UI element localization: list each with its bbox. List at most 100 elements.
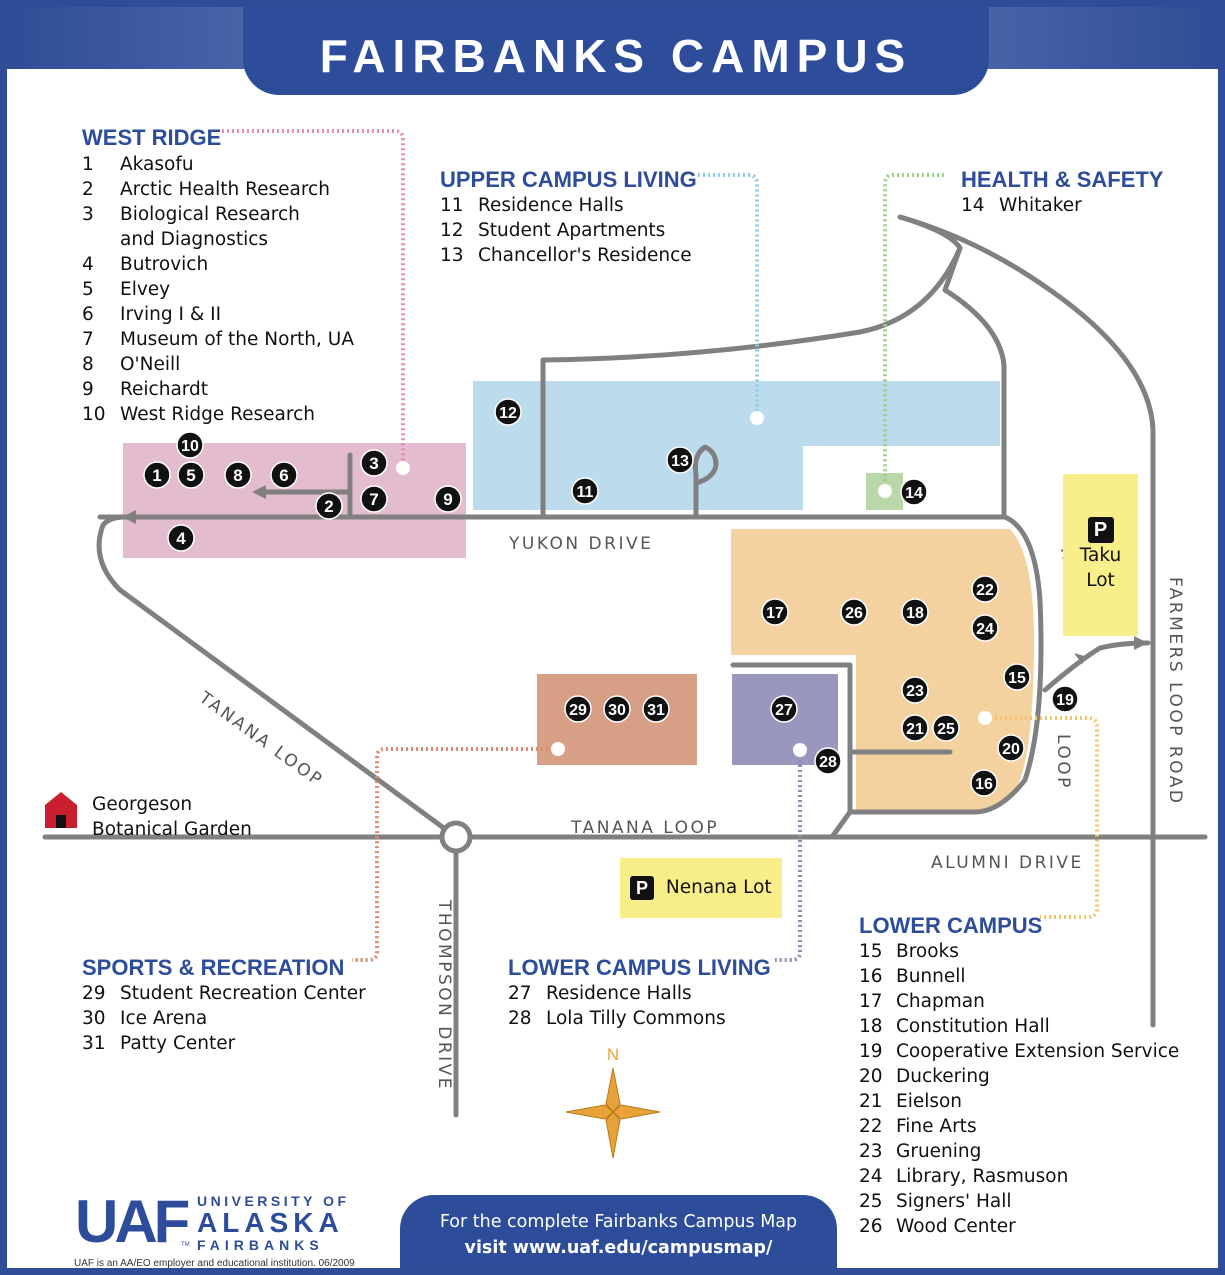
building-marker-27[interactable]: 27 (770, 695, 798, 723)
marker-dot (1051, 685, 1079, 713)
building-marker-8[interactable]: 8 (224, 461, 252, 489)
marker-dot (143, 461, 171, 489)
building-marker-5[interactable]: 5 (177, 461, 205, 489)
building-marker-15[interactable]: 15 (1003, 663, 1031, 691)
compass-north-label: N (607, 1045, 619, 1064)
parking-icon: P (1087, 517, 1114, 543)
building-marker-20[interactable]: 20 (997, 734, 1025, 762)
zone-lower-campus (731, 529, 1034, 812)
marker-dot (494, 398, 522, 426)
list-item-name: Chancellor's Residence (478, 245, 692, 266)
building-marker-21[interactable]: 21 (901, 714, 929, 742)
building-marker-26[interactable]: 26 (840, 598, 868, 626)
taku-lot[interactable]: P Taku Lot (1063, 474, 1138, 636)
list-item-name: Gruening (896, 1141, 982, 1162)
marker-label: 2 (324, 497, 333, 516)
marker-label: 29 (569, 702, 587, 719)
list-item-number: 17 (859, 991, 883, 1012)
uaf-logo-mark: UAF (75, 1188, 190, 1255)
building-marker-6[interactable]: 6 (270, 461, 298, 489)
compass-rose: N (565, 1045, 661, 1159)
building-marker-28[interactable]: 28 (814, 747, 842, 775)
building-marker-19[interactable]: 19 (1051, 685, 1079, 713)
marker-dot (642, 695, 670, 723)
marker-label: 9 (443, 490, 452, 509)
marker-dot (666, 446, 694, 474)
list-item-name: Duckering (896, 1066, 990, 1087)
list-item-name: Library, Rasmuson (896, 1166, 1069, 1187)
arrow-tanana (122, 510, 136, 524)
list-item-name: O'Neill (120, 354, 181, 375)
building-marker-7[interactable]: 7 (360, 485, 388, 513)
list-item-number: 6 (82, 304, 94, 325)
building-marker-17[interactable]: 17 (761, 598, 789, 626)
footer-banner[interactable]: For the complete Fairbanks Campus Map vi… (400, 1195, 837, 1268)
nenana-lot[interactable]: P Nenana Lot (620, 858, 782, 918)
list-item-name: Biological Research (120, 204, 300, 225)
list-item: 28 Lola Tilly Commons (508, 1006, 726, 1031)
marker-label: 22 (976, 582, 994, 599)
roundabout (439, 820, 473, 854)
road-label-thompson: THOMPSON DRIVE (434, 900, 454, 1092)
list-item-name: Lola Tilly Commons (546, 1008, 726, 1029)
list-item-name: Brooks (896, 941, 959, 962)
list-item: and Diagnostics (82, 227, 354, 252)
building-marker-10[interactable]: 10 (176, 431, 204, 459)
building-marker-16[interactable]: 16 (970, 769, 998, 797)
list-item-number: 1 (82, 154, 94, 175)
sports-recreation-heading: SPORTS & RECREATION (82, 955, 345, 980)
list-item-number (82, 227, 120, 252)
road-label-alumni: ALUMNI DRIVE (931, 853, 1084, 873)
list-item-name: and Diagnostics (120, 229, 269, 250)
building-marker-3[interactable]: 3 (360, 449, 388, 477)
building-marker-12[interactable]: 12 (494, 398, 522, 426)
list-item-name: Arctic Health Research (120, 179, 330, 200)
building-marker-23[interactable]: 23 (901, 676, 929, 704)
marker-dot (270, 461, 298, 489)
zone-upper-campus-living-lower (473, 445, 803, 510)
building-marker-13[interactable]: 13 (666, 446, 694, 474)
marker-label: 31 (647, 702, 665, 719)
nenana-lot-label: Nenana Lot (665, 877, 772, 898)
uaf-logo-words: UNIVERSITY OF ALASKA FAIRBANKS (197, 1194, 350, 1252)
building-marker-29[interactable]: 29 (564, 695, 592, 723)
zone-upper-campus-living (473, 381, 1000, 446)
road-label-yukon: YUKON DRIVE (509, 534, 654, 554)
building-marker-30[interactable]: 30 (603, 695, 631, 723)
list-item-number: 10 (82, 404, 106, 425)
building-marker-14[interactable]: 14 (900, 478, 928, 506)
building-marker-31[interactable]: 31 (642, 695, 670, 723)
building-marker-1[interactable]: 1 (143, 461, 171, 489)
list-item-number: 30 (82, 1008, 106, 1029)
building-marker-9[interactable]: 9 (434, 485, 462, 513)
footer-line1: For the complete Fairbanks Campus Map (439, 1212, 798, 1232)
marker-label: 17 (766, 605, 784, 622)
building-marker-4[interactable]: 4 (167, 524, 195, 552)
west-ridge-heading: WEST RIDGE (82, 125, 222, 150)
logo-line3: FAIRBANKS (197, 1237, 324, 1253)
building-marker-18[interactable]: 18 (901, 598, 929, 626)
list-item-number: 4 (82, 254, 94, 275)
upper-campus-living-heading: UPPER CAMPUS LIVING (440, 167, 697, 192)
list-item-number: 28 (508, 1008, 532, 1029)
building-marker-2[interactable]: 2 (315, 492, 343, 520)
building-marker-11[interactable]: 11 (571, 477, 599, 505)
building-marker-25[interactable]: 25 (932, 714, 960, 742)
marker-label: 11 (577, 484, 594, 501)
list-item-number: 11 (440, 195, 464, 216)
building-marker-24[interactable]: 24 (971, 614, 999, 642)
marker-label: 15 (1008, 670, 1026, 687)
footer-link[interactable]: visit www.uaf.edu/campusmap/ (464, 1238, 773, 1258)
building-marker-22[interactable]: 22 (971, 575, 999, 603)
